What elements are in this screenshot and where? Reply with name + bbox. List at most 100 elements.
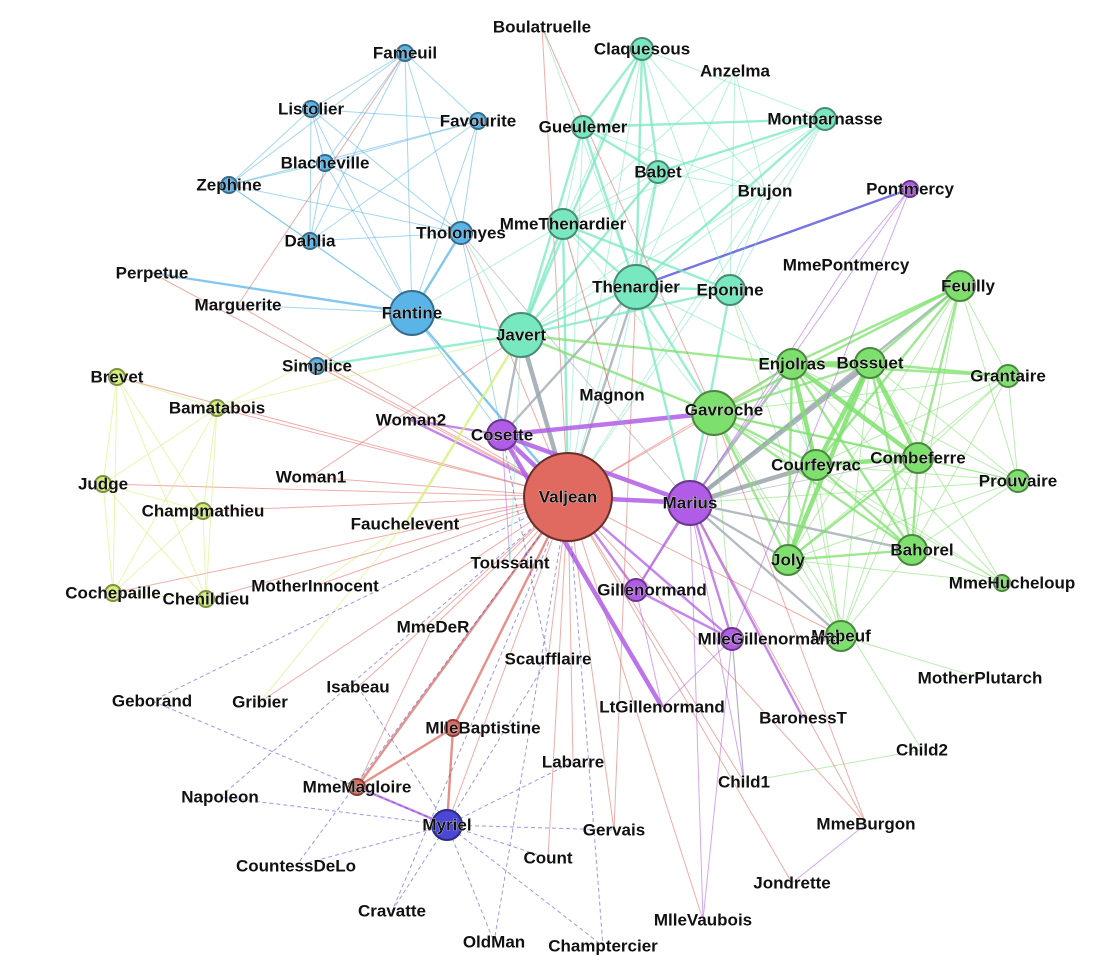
edge-enjolras-prouvaire	[791, 363, 1019, 482]
node-mmemagloire[interactable]	[348, 778, 366, 796]
edge-thenardier-gueulemer	[581, 126, 638, 288]
node-listolier[interactable]	[302, 100, 320, 118]
edge-judge-chenildieu	[102, 483, 207, 600]
node-mmehucheloup[interactable]	[993, 574, 1011, 592]
node-montparnasse[interactable]	[813, 107, 837, 131]
edge-gillenormand-mllegillenormand	[635, 588, 733, 641]
node-grantaire[interactable]	[996, 364, 1020, 388]
node-chenildieu[interactable]	[197, 590, 215, 608]
edge-javert-babet	[520, 171, 659, 336]
node-courfeyrac[interactable]	[800, 449, 832, 481]
node-bahorel[interactable]	[896, 534, 928, 566]
label-brujon: Brujon	[738, 182, 793, 201]
label-dahlia: Dahlia	[284, 232, 336, 251]
node-simplice[interactable]	[308, 357, 326, 375]
node-prouvaire[interactable]	[1006, 469, 1030, 493]
edge-blacheville-zephine	[228, 162, 326, 186]
edge-joly-mmehucheloup	[787, 559, 1003, 584]
label-marius: Marius	[663, 494, 718, 513]
edge-listolier-tholomyes	[310, 108, 462, 234]
label-tholomyes: Tholomyes	[416, 224, 506, 243]
edge-babet-montparnasse	[657, 117, 826, 174]
node-dahlia[interactable]	[301, 232, 319, 250]
label-perpetue: Perpetue	[116, 264, 189, 283]
edge-bahorel-mabeuf	[840, 549, 913, 637]
edge-valjean-mmethenardier	[561, 223, 570, 498]
label-fauchelevent: Fauchelevent	[351, 515, 460, 534]
edge-brevet-cochepaille	[112, 376, 118, 594]
edge-valjean-oldman	[493, 496, 569, 943]
edge-fauchelevent-javert	[403, 334, 523, 525]
edge-valjean-mmeburgon	[567, 496, 867, 825]
node-blacheville[interactable]	[316, 154, 334, 172]
edge-myriel-geborand	[151, 700, 448, 826]
node-mabeuf[interactable]	[825, 620, 857, 652]
edge-bossuet-mmehucheloup	[869, 362, 1003, 584]
node-judge[interactable]	[94, 475, 112, 493]
edge-favourite-zephine	[228, 120, 479, 186]
edge-grantaire-bahorel	[911, 375, 1009, 551]
label-combeferre: Combeferre	[870, 449, 965, 468]
node-fameuil[interactable]	[396, 44, 414, 62]
edge-valjean-cravatte	[391, 496, 569, 912]
edge-mmemagloire-mmeder	[356, 626, 434, 788]
node-enjolras[interactable]	[776, 348, 808, 380]
edge-mllegillenormand-pontmercy	[731, 188, 911, 640]
node-mllebaptistine[interactable]	[444, 719, 462, 737]
label-toussaint: Toussaint	[470, 554, 549, 573]
node-gavroche[interactable]	[691, 390, 737, 436]
node-fantine[interactable]	[389, 290, 435, 336]
node-thenardier[interactable]	[613, 264, 659, 310]
node-bossuet[interactable]	[854, 347, 886, 379]
edge-judge-cochepaille	[102, 483, 114, 594]
node-gillenormand[interactable]	[624, 578, 648, 602]
edge-javert-bamatabois	[216, 334, 522, 409]
edge-marius-mabeuf	[689, 502, 842, 637]
label-geborand: Geborand	[112, 692, 192, 711]
edge-cochepaille-chenildieu	[112, 592, 207, 600]
node-layer	[94, 37, 1030, 841]
edge-mabeuf-motherplutarch	[840, 635, 981, 679]
node-pontmercy[interactable]	[901, 180, 919, 198]
edge-fameuil-zephine	[228, 52, 406, 186]
node-feuilly[interactable]	[944, 270, 976, 302]
edge-bossuet-prouvaire	[869, 362, 1019, 482]
edge-thenardier-gervais	[613, 286, 637, 831]
node-mllegillenormand[interactable]	[720, 627, 744, 651]
node-eponine[interactable]	[714, 274, 746, 306]
edge-gueulemer-claquesous	[582, 48, 643, 128]
node-favourite[interactable]	[469, 112, 487, 130]
edge-valjean-child1	[567, 496, 745, 783]
label-mmepontmercy: MmePontmercy	[783, 256, 910, 275]
node-babet[interactable]	[646, 160, 670, 184]
edge-bossuet-feuilly	[869, 285, 961, 364]
label-isabeau: Isabeau	[326, 678, 389, 697]
node-brevet[interactable]	[108, 368, 126, 386]
edge-myriel-countessdelo	[295, 824, 448, 867]
node-zephine[interactable]	[220, 176, 238, 194]
node-claquesous[interactable]	[630, 37, 654, 61]
edge-brevet-chenildieu	[116, 376, 207, 600]
node-valjean[interactable]	[523, 452, 613, 542]
edge-brevet-champmathieu	[116, 376, 204, 512]
node-cochepaille[interactable]	[104, 584, 122, 602]
edge-marius-tholomyes	[460, 232, 691, 504]
edge-enjolras-courfeyrac	[789, 363, 819, 466]
node-tholomyes[interactable]	[449, 221, 473, 245]
edge-claquesous-eponine	[641, 48, 731, 291]
edge-fantine-listolier	[310, 108, 413, 314]
node-javert[interactable]	[498, 312, 544, 358]
node-champmathieu[interactable]	[194, 502, 212, 520]
edge-valjean-cochepaille	[112, 496, 569, 594]
node-marius[interactable]	[667, 480, 713, 526]
label-mmethenardier: MmeThenardier	[500, 215, 627, 234]
label-javert: Javert	[496, 326, 546, 345]
node-myriel[interactable]	[431, 809, 463, 841]
node-cosette[interactable]	[486, 419, 518, 451]
node-mmethenardier[interactable]	[547, 208, 579, 240]
node-combeferre[interactable]	[902, 442, 934, 474]
node-joly[interactable]	[772, 544, 804, 576]
edge-courfeyrac-mabeuf	[815, 464, 842, 637]
node-bamatabois[interactable]	[208, 399, 226, 417]
node-gueulemer[interactable]	[571, 115, 595, 139]
